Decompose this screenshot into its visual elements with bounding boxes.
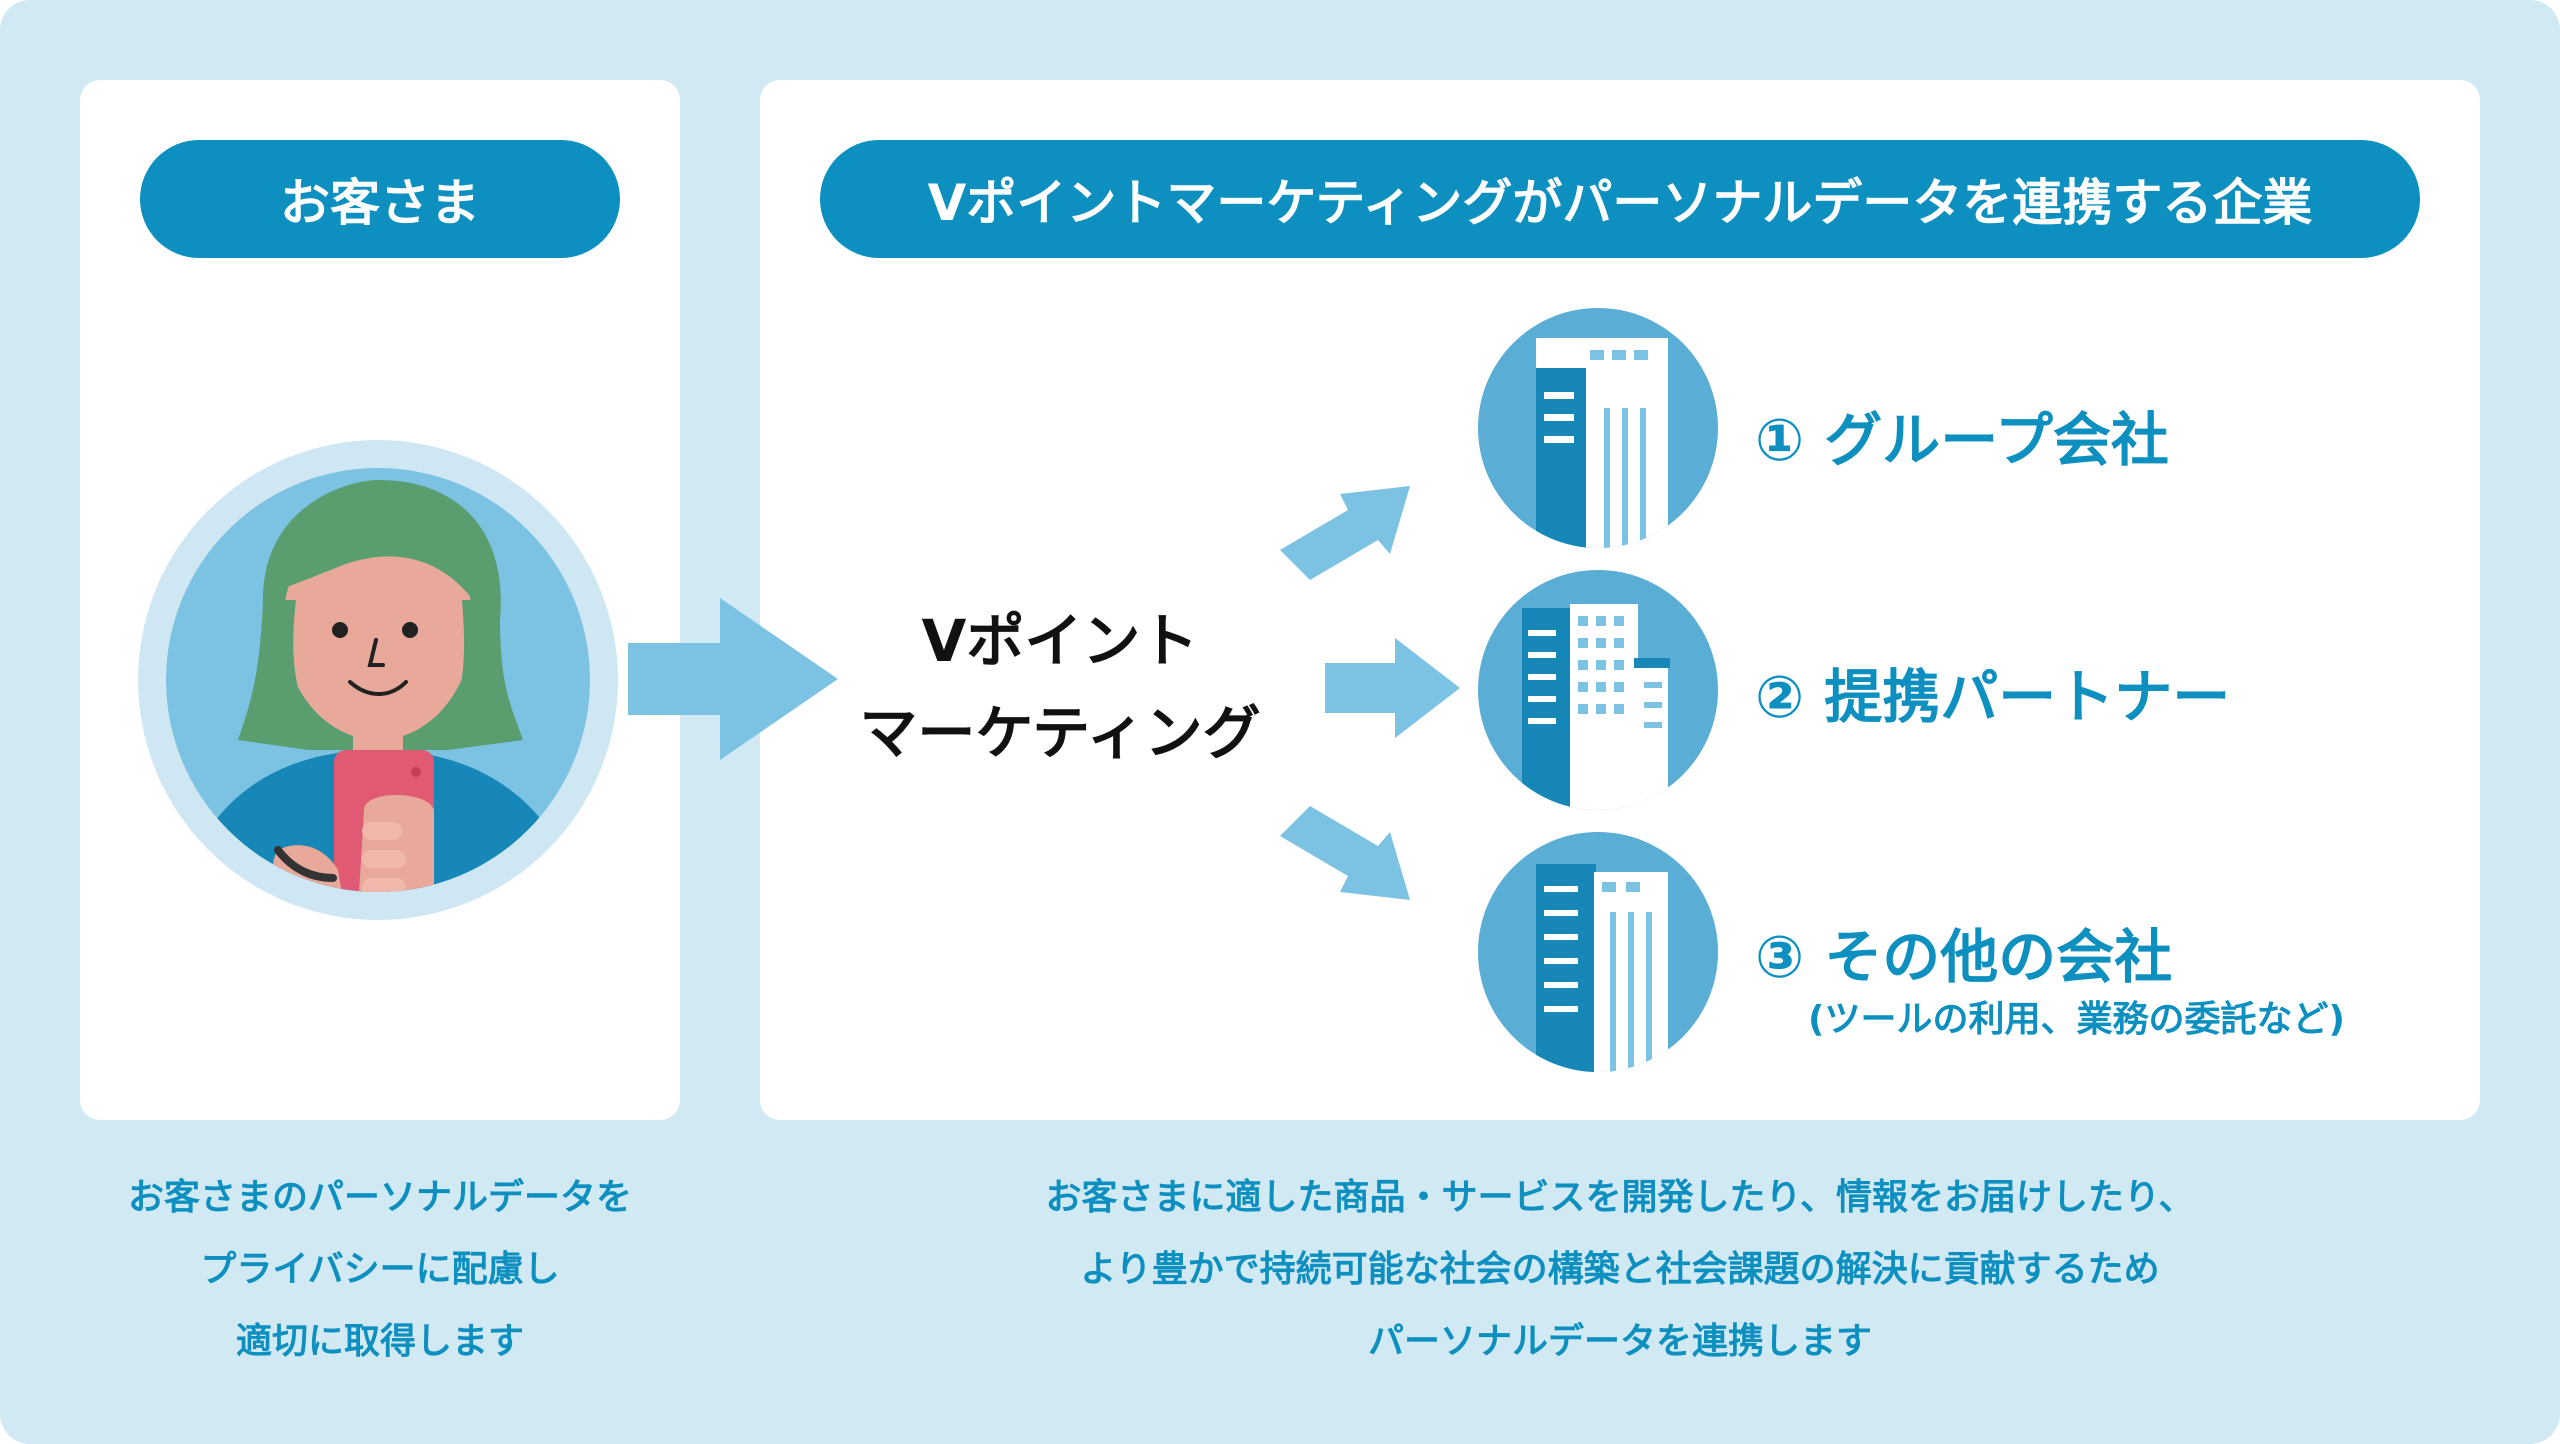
arrow-up-right-icon (1280, 486, 1410, 580)
company-1-label: ① グループ会社 (1755, 406, 2169, 474)
companies-caption: お客さまに適した商品・サービスを開発したり、情報をお届けしたり、 より豊かで持続… (1045, 1177, 2195, 1362)
arrow-right-icon (628, 598, 838, 760)
customer-avatar-icon (138, 440, 618, 920)
companies-header: Vポイントマーケティングがパーソナルデータを連携する企業 (820, 140, 2420, 258)
company-3-label: ③ その他の会社 (1755, 923, 2173, 991)
building-icon (1478, 308, 1718, 548)
customer-header: お客さま (140, 140, 620, 258)
vpoint-marketing-label: Vポイント マーケティング (859, 607, 1261, 767)
company-2-label: ② 提携パートナー (1755, 663, 2231, 731)
company-3-sublabel: (ツールの利用、業務の委託など) (1808, 999, 2345, 1040)
building-icon (1478, 832, 1718, 1072)
buildings-icon (1478, 570, 1718, 810)
arrow-down-right-icon (1280, 806, 1410, 900)
arrow-right-small-icon (1325, 638, 1460, 738)
customer-caption: お客さまのパーソナルデータを プライバシーに配慮し 適切に取得します (127, 1177, 632, 1362)
